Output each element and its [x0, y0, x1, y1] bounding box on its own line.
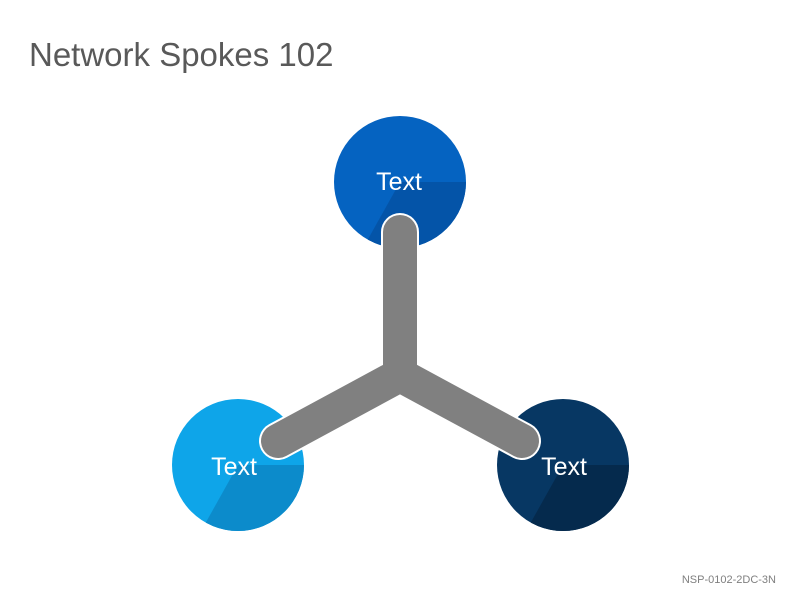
hub-spokes: [261, 215, 539, 458]
footer-code: NSP-0102-2DC-3N: [681, 574, 776, 586]
node-left-shade: [172, 465, 304, 531]
node-right-shade: [497, 465, 629, 531]
node-left-label: Text: [211, 453, 257, 481]
hub-connector: [259, 213, 541, 460]
node-top: [334, 116, 466, 248]
page-title: Network Spokes 102: [29, 36, 334, 73]
node-top-shade: [334, 182, 466, 248]
node-top-label: Text: [376, 168, 422, 196]
node-right-label: Text: [541, 453, 587, 481]
